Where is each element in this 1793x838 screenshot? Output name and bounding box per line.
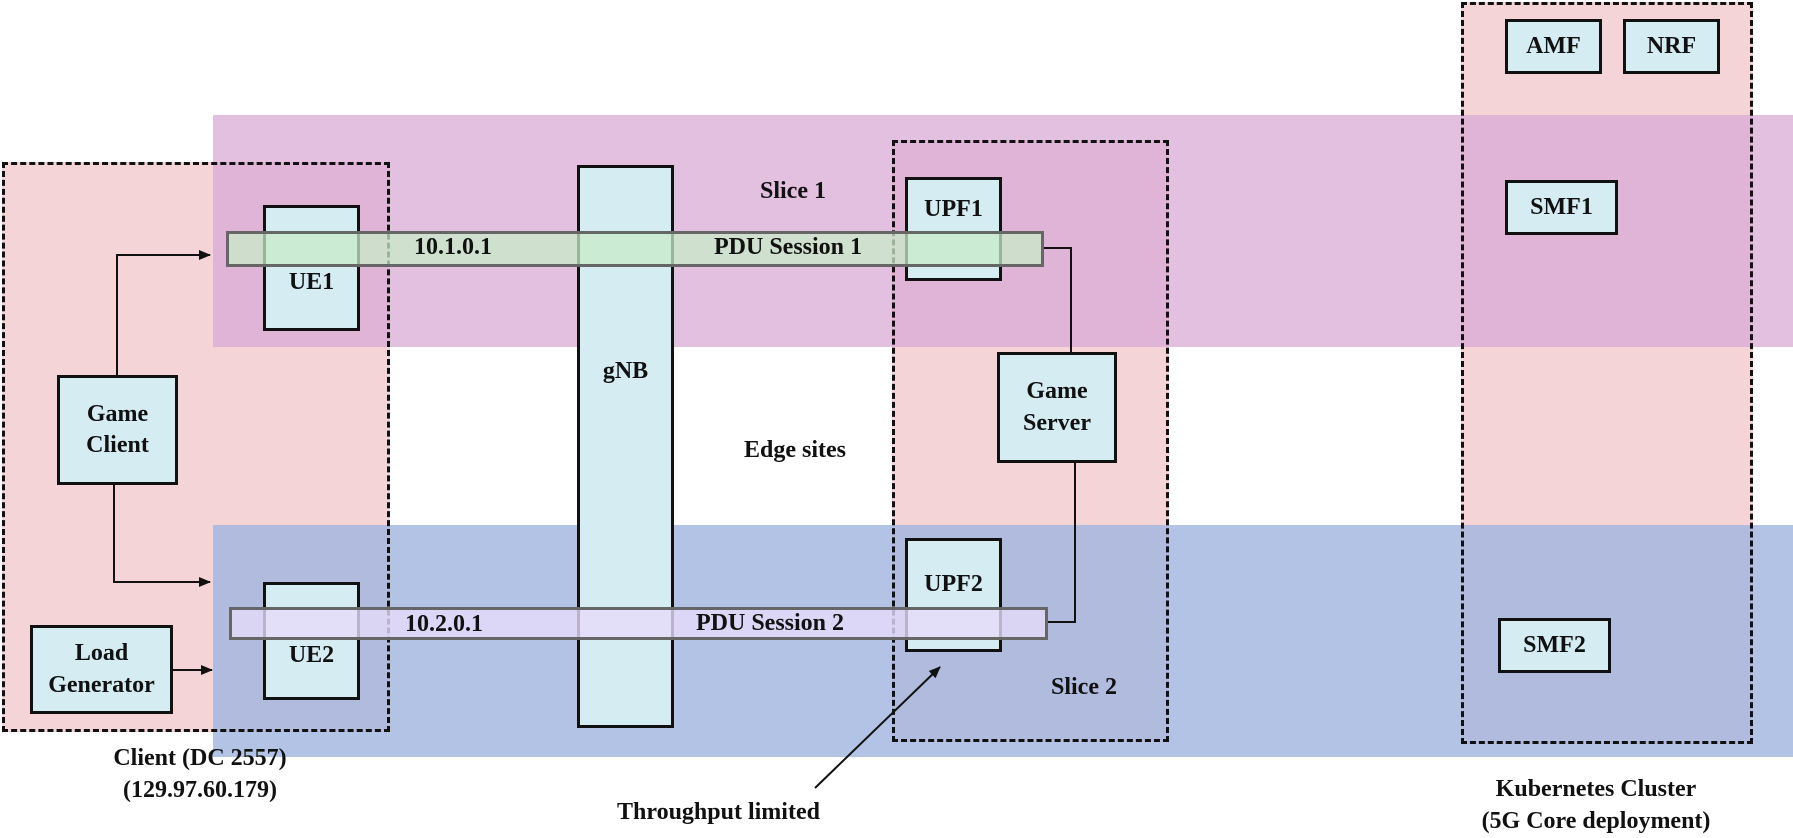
pdu-session-1-ip: 10.1.0.1	[414, 234, 492, 260]
server-to-upf2-line	[1047, 462, 1076, 623]
k8s-caption: Kubernetes Cluster (5G Core deployment)	[1440, 773, 1752, 837]
game-client-line1: Game	[86, 400, 149, 427]
game-client-line2: Client	[86, 432, 149, 458]
k8s-caption-line2: (5G Core deployment)	[1481, 808, 1711, 834]
client-caption-line1: Client (DC 2557)	[113, 745, 287, 771]
pdu-session-2-ip: 10.2.0.1	[405, 611, 483, 637]
client-region-border	[2, 162, 390, 732]
load-generator-line1: Load	[74, 640, 129, 667]
throughput-limited-label: Throughput limited	[617, 799, 820, 825]
upf1-to-server-line	[1043, 247, 1072, 353]
ue1-node: UE1	[263, 205, 360, 331]
game-server-line2: Server	[1023, 409, 1091, 436]
client-caption: Client (DC 2557) (129.97.60.179)	[70, 742, 330, 806]
throughput-arrow	[814, 666, 941, 789]
pdu-session-2-bar	[229, 607, 1048, 640]
load-generator-node: Load Generator	[30, 625, 173, 714]
edge-upf-region-border	[892, 140, 1169, 742]
slice2-label: Slice 2	[1051, 674, 1117, 700]
client-to-ue2-arrow	[113, 485, 211, 587]
ue2-node: UE2	[263, 582, 360, 700]
nrf-node: NRF	[1623, 19, 1720, 74]
smf1-node: SMF1	[1505, 180, 1618, 235]
pdu-session-1-name: PDU Session 1	[714, 234, 863, 260]
game-server-line1: Game	[1026, 378, 1088, 405]
game-server-node: Game Server	[997, 352, 1117, 463]
edge-sites-label: Edge sites	[744, 437, 846, 463]
k8s-caption-line1: Kubernetes Cluster	[1495, 776, 1697, 802]
k8s-region-border	[1461, 2, 1753, 744]
load-generator-line2: Generator	[48, 671, 155, 698]
pdu-session-2-name: PDU Session 2	[696, 610, 845, 636]
smf2-node: SMF2	[1498, 618, 1611, 673]
slice1-label: Slice 1	[760, 178, 826, 204]
client-caption-line2: (129.97.60.179)	[123, 777, 277, 803]
game-client-node: Game Client	[57, 375, 178, 485]
client-to-ue1-arrow	[116, 250, 211, 375]
amf-node: AMF	[1505, 19, 1602, 74]
pdu-session-1-bar	[226, 231, 1044, 267]
